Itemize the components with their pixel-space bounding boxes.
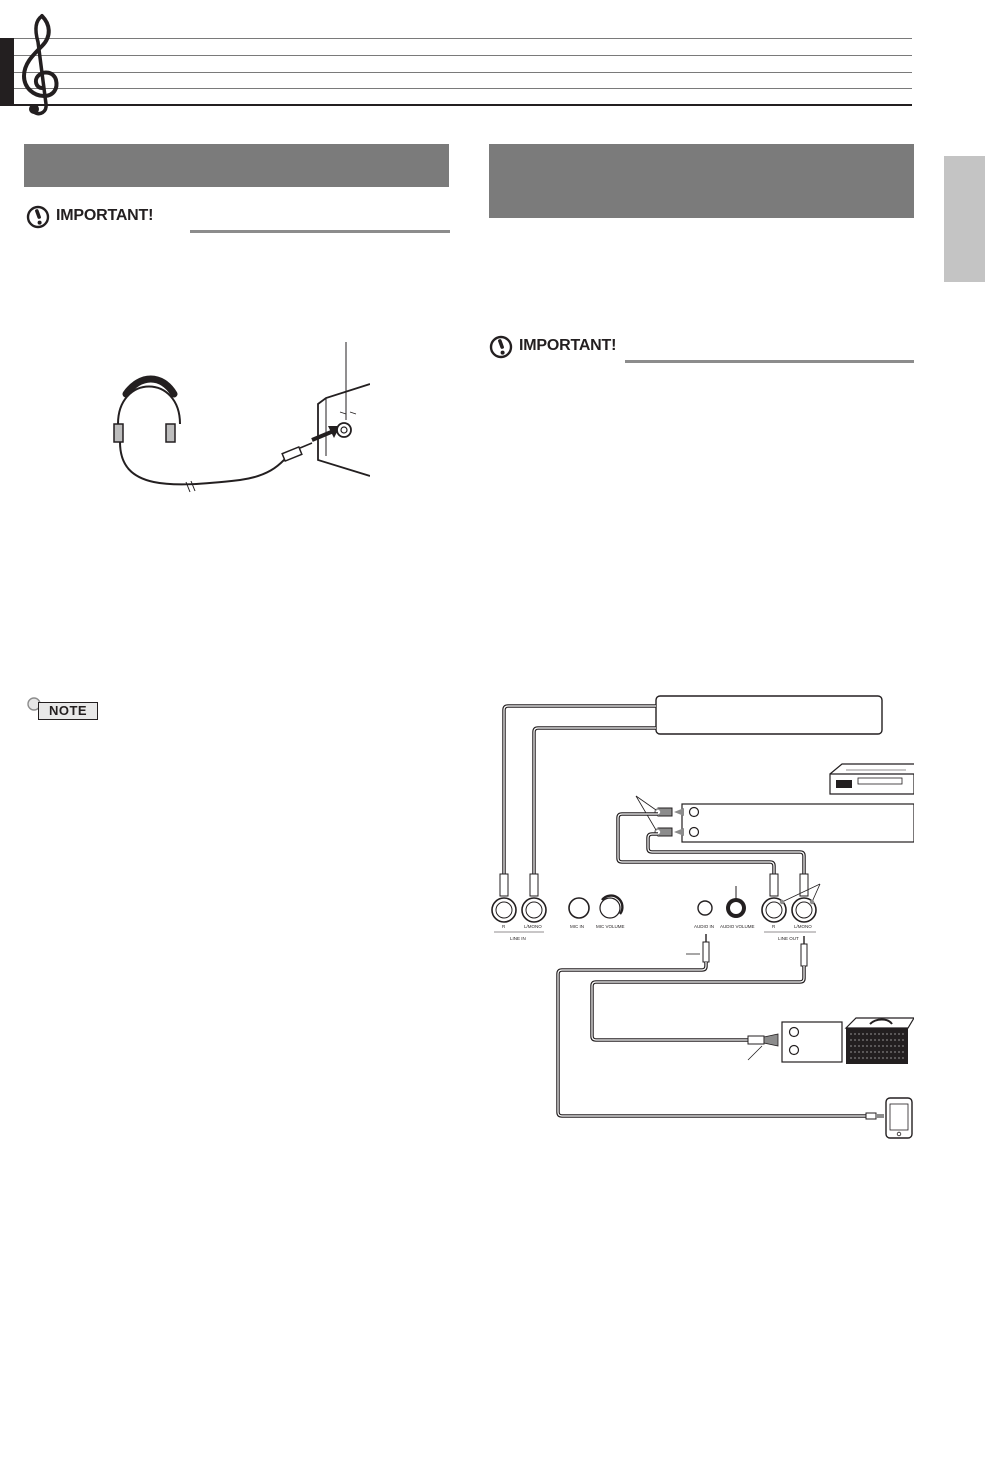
- headband: [122, 375, 178, 398]
- header-bar: [0, 38, 14, 106]
- keyboard-edge: [317, 383, 370, 477]
- section-bar-audio: [489, 144, 914, 218]
- important-rule: [190, 230, 450, 233]
- jack-label-line-in: LINE IN: [510, 936, 526, 941]
- jack-label-line-out-l: L/MONO: [794, 924, 812, 929]
- amplifier: [781, 1017, 914, 1064]
- jack-label-audio-volume: AUDIO VOLUME: [720, 924, 755, 929]
- important-rule: [625, 360, 914, 363]
- side-tab: [944, 156, 985, 282]
- jack-label-audio-in: AUDIO IN: [694, 924, 714, 929]
- staff-line: [14, 88, 912, 89]
- external-device-box: [655, 695, 883, 735]
- left-earcup: [113, 423, 124, 443]
- note-label: NOTE: [38, 702, 98, 720]
- jack-label-mic-in: MIC IN: [570, 924, 584, 929]
- jack-panel: R L/MONO LINE IN MIC IN MIC VOLUME AUDIO…: [491, 883, 821, 941]
- important-label: IMPORTANT!: [56, 207, 154, 224]
- staff-line: [14, 72, 912, 73]
- treble-clef-icon: [21, 14, 59, 116]
- headphone-cable: [119, 441, 287, 486]
- section-bar-headphones: [24, 144, 449, 187]
- headphones-diagram: [100, 340, 370, 500]
- connection-diagram: R L/MONO LINE IN MIC IN MIC VOLUME AUDIO…: [486, 688, 914, 1144]
- staff-line: [14, 38, 912, 39]
- jack-label-mic-volume: MIC VOLUME: [596, 924, 625, 929]
- smartphone-icon: [885, 1097, 913, 1139]
- headphone-plug: [281, 445, 303, 463]
- right-earcup: [165, 423, 176, 443]
- jack-label-line-out: LINE OUT: [778, 936, 799, 941]
- note-header: NOTE: [26, 696, 98, 722]
- important-header: IMPORTANT!: [489, 334, 914, 364]
- audio-equipment: [829, 763, 914, 795]
- jack-label-line-in-r: R: [502, 924, 506, 929]
- staff-line: [14, 104, 912, 106]
- jack-label-line-in-l: L/MONO: [524, 924, 542, 929]
- important-icon: [26, 205, 50, 229]
- important-header: IMPORTANT!: [26, 204, 450, 234]
- staff-line: [14, 55, 912, 56]
- important-icon: [489, 335, 513, 359]
- jack-label-line-out-r: R: [772, 924, 776, 929]
- important-label: IMPORTANT!: [519, 337, 617, 354]
- equipment-input-panel: [681, 803, 914, 843]
